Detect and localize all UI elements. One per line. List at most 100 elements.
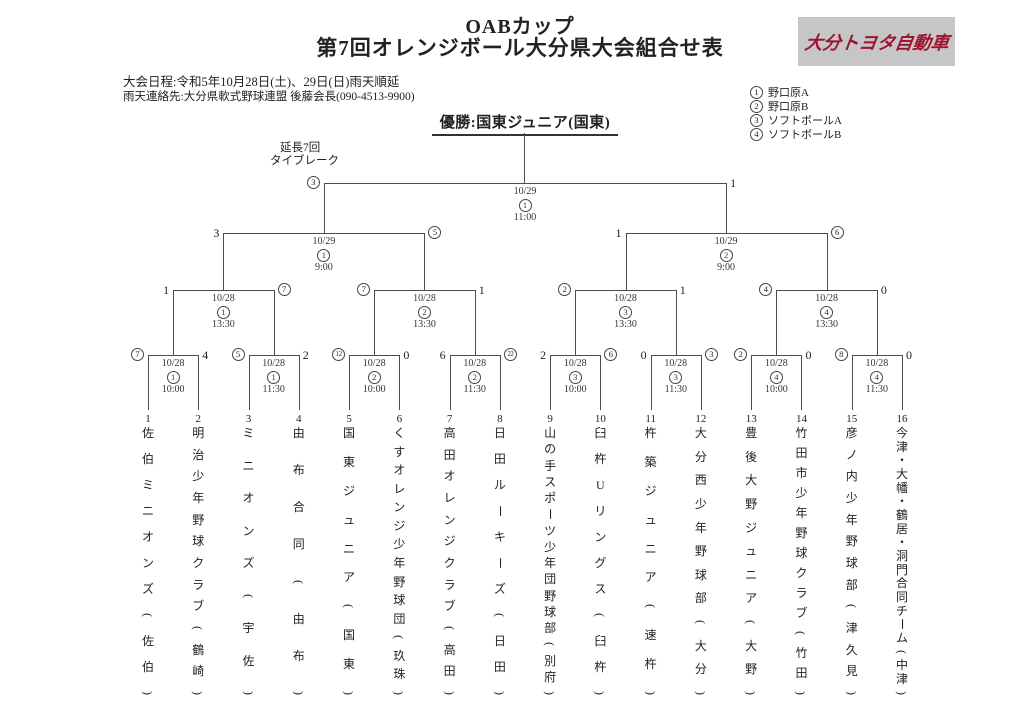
team-name-char: ( [342,604,357,609]
score-value: 6 [439,348,446,362]
team-name-char: 年 [795,506,808,520]
team-name-char: ズ [493,582,506,596]
venue-number-icon: 4 [769,370,783,384]
team-name-char: 日 [493,426,506,440]
match-leg-left [625,233,627,290]
match-leg-left [374,290,376,355]
team-name-char: 野 [694,544,707,559]
team-name-char: ブ [795,606,808,620]
team-name: 佐伯ミニオンズ(佐伯) [139,427,157,699]
match-line [449,355,500,356]
team-name-char: 佐 [141,634,154,648]
page-title-line1: OABカップ [465,16,575,38]
score-value: 1 [730,176,737,190]
team-name-char: ア [644,570,657,585]
match-score-right: 5 [428,226,466,239]
team-name-char: ニ [343,541,356,556]
team-name-char: ラ [443,577,456,592]
match-line [223,233,425,234]
team-name-char: ) [895,690,909,695]
team-name-char: 山 [544,426,557,440]
team-name-char: ( [744,620,759,624]
team-name-char: 野 [795,526,808,540]
schedule-text: 大会日程:令和5年10月28日(土)、29日(日)雨天順延 [123,75,400,89]
team-name-char: ( [895,649,909,654]
match-leg-left [550,355,552,410]
team-name-char: ニ [141,504,154,518]
team-number: 7 [446,413,453,425]
match-line [575,290,676,291]
match-score-right: 0 [805,348,843,363]
match-time: 13:30 [815,319,838,330]
match-venue: 1 [191,305,255,319]
team-name-char: ニ [644,541,657,556]
team-name-char: ン [242,523,255,538]
legend-item: 1 野口原A [750,85,842,99]
match-leg-left [248,355,250,410]
venue-number-icon: 4 [870,370,884,384]
venue-number-icon: 1 [750,85,763,99]
team-number: 2 [195,413,202,425]
team-name-char: ジ [393,518,406,533]
legend-item: 4 ソフトボールB [750,127,842,141]
match-score-left: 2 [508,348,546,363]
match-venue: 2 [342,370,406,384]
team-name-char: 田 [443,664,456,679]
team-name-char: ブ [192,599,205,614]
match-leg-right [273,290,275,355]
team-name-char: ー [543,508,558,521]
team-name-char: ー [492,504,507,517]
team-name-char: 球 [544,604,557,619]
match-score-left: 0 [609,348,647,363]
team-name-char: 国 [343,426,356,440]
team-name-char: ン [443,512,456,527]
team-name-char: 珠 [393,667,406,682]
team-name-char: 佐 [242,653,255,668]
match-line [751,355,802,356]
team-number: 10 [594,413,606,425]
team-name-char: ミ [141,478,154,492]
team-name-char: 球 [845,555,858,570]
team-name-char: 手 [544,458,557,473]
team-name: くすオレンジ少年野球団(玖珠) [390,427,408,699]
match-time: 9:00 [315,262,333,273]
team-name-char: 杵 [644,426,657,440]
team-name-char: 津 [895,672,908,687]
team-name-char: 年 [845,512,858,527]
team-name-char: ア [343,570,356,585]
match-line [776,290,877,291]
score-value: 5 [428,226,442,239]
team-name-char: ジ [644,483,657,498]
match-date: 10/28 [865,358,889,369]
team-name-char: 野 [745,496,758,511]
team-name-char: ・ [895,535,908,550]
team-number: 3 [245,413,252,425]
team-name-char: 内 [845,469,858,484]
match-time: 11:30 [865,384,889,395]
team-name-char: 鶴 [192,642,205,657]
team-name-char: 津 [895,439,908,454]
team-name-char: ジ [443,534,456,549]
team-name-char: く [393,426,406,440]
match-score-right: 4 [202,348,240,363]
team-name-char: 少 [694,496,707,511]
match-venue: 4 [744,370,808,384]
match-time: 13:30 [614,319,637,330]
team-name-char: 宇 [242,621,255,635]
match-score-left: 12 [307,348,346,361]
team-name-char: 高 [443,642,456,657]
match-time: 9:00 [717,262,735,273]
match-date: 10/28 [764,358,788,369]
tiebreak-note-line1: 延長7回 [280,142,321,154]
match-line [625,233,827,234]
team-name-char: 球 [393,593,406,608]
